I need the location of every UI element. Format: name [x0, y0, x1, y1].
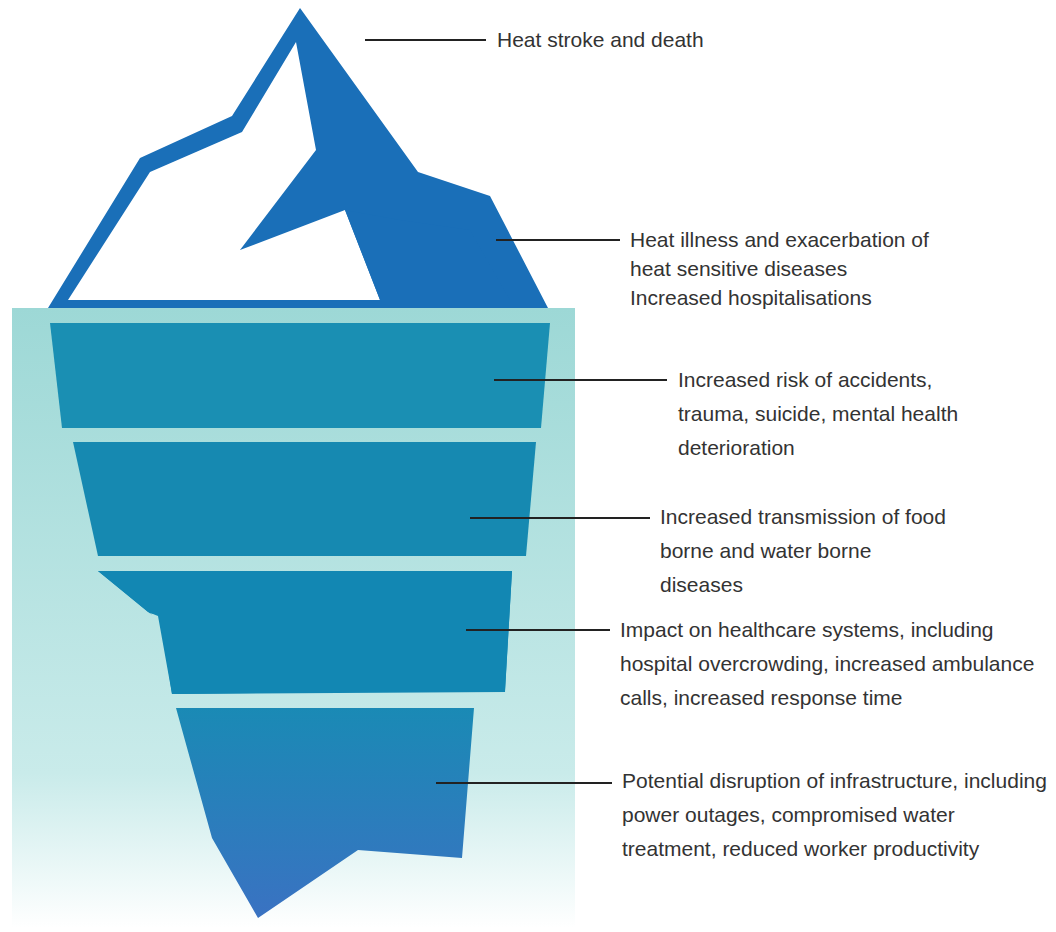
iceberg-band	[50, 323, 550, 428]
impact-label: Heat illness and exacerbation of heat se…	[630, 225, 965, 283]
iceberg-band	[98, 571, 512, 694]
impact-label: Increased risk of accidents, trauma, sui…	[678, 363, 1003, 465]
leader-line	[494, 379, 667, 381]
iceberg-band	[176, 708, 474, 918]
iceberg-tip	[48, 8, 548, 308]
leader-line	[365, 39, 486, 41]
water	[12, 308, 575, 928]
iceberg-highlight	[68, 42, 380, 300]
leader-line	[466, 629, 610, 631]
iceberg-shade	[345, 210, 510, 300]
iceberg-band	[98, 571, 512, 694]
leader-line	[436, 782, 612, 784]
iceberg-band	[73, 442, 536, 556]
impact-label: Impact on healthcare systems, including …	[620, 613, 1050, 715]
impact-label: Increased transmission of food borne and…	[660, 500, 950, 602]
impact-label: Potential disruption of infrastructure, …	[622, 764, 1047, 866]
impact-label: Increased hospitalisations	[630, 283, 1030, 312]
leader-line	[470, 517, 650, 519]
impact-label: Heat stroke and death	[497, 25, 897, 55]
leader-line	[496, 239, 620, 241]
